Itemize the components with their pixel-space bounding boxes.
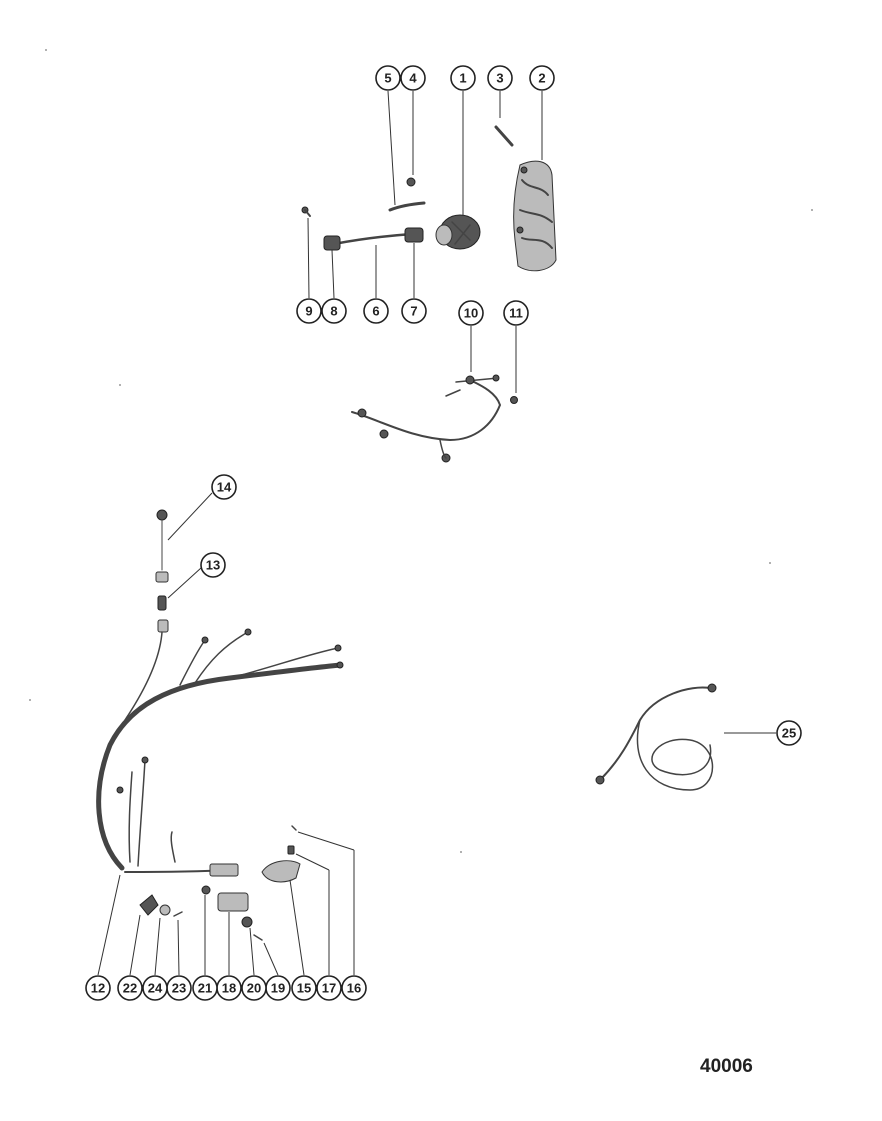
callout-7: 7 xyxy=(401,298,427,324)
housing-bracket-part xyxy=(513,160,557,272)
callout-13: 13 xyxy=(200,552,226,578)
screw-part-3 xyxy=(253,934,263,941)
callout-4: 4 xyxy=(400,65,426,91)
callout-label-13: 13 xyxy=(206,558,220,573)
callout-label-21: 21 xyxy=(198,981,212,996)
callout-label-15: 15 xyxy=(297,981,311,996)
leader-lines xyxy=(97,90,776,976)
clip-part xyxy=(139,894,159,916)
washer-part-2 xyxy=(241,916,253,928)
callout-2: 2 xyxy=(529,65,555,91)
callout-label-7: 7 xyxy=(410,304,417,319)
callout-label-5: 5 xyxy=(384,71,391,86)
callout-9: 9 xyxy=(296,298,322,324)
callout-19: 19 xyxy=(265,975,291,1001)
callout-label-14: 14 xyxy=(217,480,232,495)
small-screw-part xyxy=(301,206,311,217)
callout-1: 1 xyxy=(450,65,476,91)
cap-part xyxy=(156,509,168,521)
callout-8: 8 xyxy=(321,298,347,324)
screw-part xyxy=(494,125,514,147)
callout-label-11: 11 xyxy=(509,306,523,321)
callout-24: 24 xyxy=(142,975,168,1001)
callout-label-24: 24 xyxy=(148,981,163,996)
spacer-part xyxy=(287,845,295,855)
main-harness-part xyxy=(96,628,344,877)
screw-part-2 xyxy=(173,911,183,917)
callout-11: 11 xyxy=(503,300,529,326)
callout-label-12: 12 xyxy=(91,981,105,996)
callout-23: 23 xyxy=(166,975,192,1001)
callout-label-23: 23 xyxy=(172,981,186,996)
nut-part-3 xyxy=(201,885,211,895)
part-group-upper xyxy=(301,125,557,463)
callout-label-1: 1 xyxy=(459,71,466,86)
callout-12: 12 xyxy=(85,975,111,1001)
callout-label-16: 16 xyxy=(347,981,361,996)
battery-cable-part xyxy=(595,683,717,791)
callout-16: 16 xyxy=(341,975,367,1001)
callout-5: 5 xyxy=(375,65,401,91)
callout-25: 25 xyxy=(776,720,802,746)
callout-label-20: 20 xyxy=(247,981,261,996)
figure-number: 40006 xyxy=(700,1056,753,1077)
callout-10: 10 xyxy=(458,300,484,326)
harness-upper-part xyxy=(351,374,502,463)
callout-label-2: 2 xyxy=(538,71,545,86)
callout-15: 15 xyxy=(291,975,317,1001)
washer-part xyxy=(159,904,171,916)
bracket-part xyxy=(217,892,249,912)
part-group-harness xyxy=(96,509,344,941)
callout-20: 20 xyxy=(241,975,267,1001)
callout-17: 17 xyxy=(316,975,342,1001)
cable-part xyxy=(323,227,424,251)
strap-part xyxy=(388,201,426,212)
callout-3: 3 xyxy=(487,65,513,91)
callout-label-17: 17 xyxy=(322,981,336,996)
nut-part xyxy=(406,177,416,187)
pin-part xyxy=(291,825,297,831)
callout-label-10: 10 xyxy=(464,306,478,321)
callout-label-22: 22 xyxy=(123,981,137,996)
callout-6: 6 xyxy=(363,298,389,324)
nut-part-2 xyxy=(510,396,518,404)
callout-label-25: 25 xyxy=(782,726,796,741)
callout-label-18: 18 xyxy=(222,981,236,996)
callout-18: 18 xyxy=(216,975,242,1001)
grommet-part xyxy=(155,571,169,583)
callout-label-8: 8 xyxy=(330,304,337,319)
callout-label-9: 9 xyxy=(305,304,312,319)
callout-14: 14 xyxy=(211,474,237,500)
callout-label-4: 4 xyxy=(409,71,417,86)
scan-specks xyxy=(29,49,813,853)
callout-label-3: 3 xyxy=(496,71,503,86)
callout-22: 22 xyxy=(117,975,143,1001)
callout-label-6: 6 xyxy=(372,304,379,319)
plate-part xyxy=(261,860,301,883)
solenoid-part xyxy=(435,214,481,250)
callout-21: 21 xyxy=(192,975,218,1001)
callout-label-19: 19 xyxy=(271,981,285,996)
